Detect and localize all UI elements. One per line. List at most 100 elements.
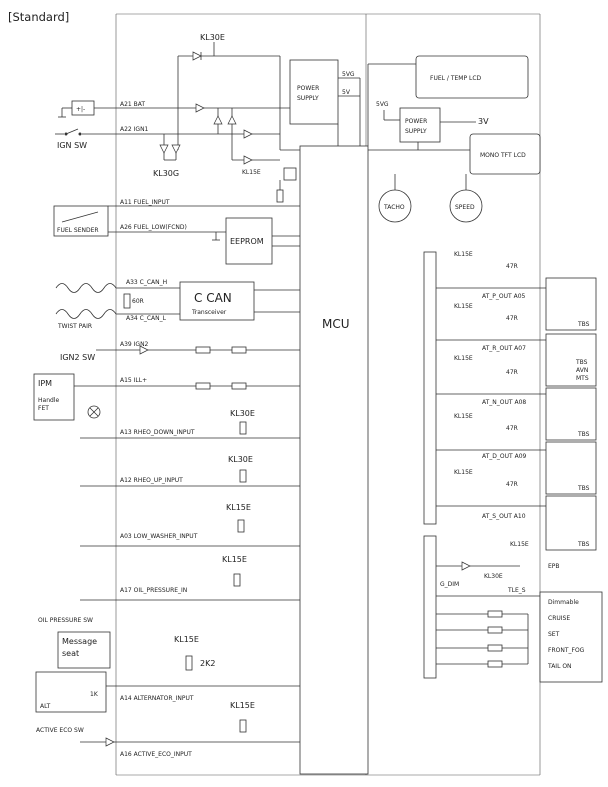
active-eco-label: A16 ACTIVE_ECO_INPUT (120, 751, 192, 758)
eeprom-label: EEPROM (230, 237, 264, 246)
transceiver-label: Transceiver (191, 309, 227, 316)
twist-pair-label: TWIST PAIR (57, 323, 92, 330)
at-out4-res-label: 47R (506, 425, 518, 432)
at-out3-res-label: 47R (506, 369, 518, 376)
at-out5-load-box (545, 495, 597, 551)
res-1k-label: 1K (90, 691, 99, 698)
can-h-label: A33 C_CAN_H (126, 279, 167, 286)
diode-symbol (105, 737, 115, 747)
diode-symbol (171, 144, 181, 154)
tacho-label: TACHO (383, 204, 405, 211)
lcd-power-supply-box (399, 107, 441, 143)
at-out3-kl-label: KL15E (454, 355, 473, 362)
at-out2-load-box (545, 333, 597, 387)
oil-pressure-pin-label: A17 OIL_PRESSURE_IN (120, 587, 187, 594)
dimmable-item-cruise: CRUISE (548, 615, 570, 622)
fuel-temp-lcd (415, 55, 529, 99)
kl15e-alt-label: KL15E (174, 635, 199, 644)
mcu-block (299, 145, 369, 775)
outputs-section: KL15E 47R AT_P_OUT A05 TBS KL15E 47R AT_… (423, 251, 603, 683)
diode-symbol (139, 345, 149, 355)
fuel-temp-lcd-label: FUEL / TEMP LCD (430, 75, 482, 82)
kl30e-tle-label: KL30E (484, 573, 503, 580)
inputs-section: A11 FUEL_INPUT FUEL SENDER A26 FUEL_LOW(… (33, 199, 300, 758)
kl30g-label: KL30G (153, 169, 179, 178)
lcd-3v-label: 3V (478, 117, 489, 126)
alt-box (35, 671, 107, 713)
kl15e-washer-label: KL15E (226, 503, 251, 512)
ign-switch-icon (55, 128, 82, 136)
at-out1-load-box (545, 277, 597, 331)
svg-text:+|-: +|- (76, 106, 85, 113)
dimmable-item-front-fog: FRONT_FOG (548, 647, 585, 654)
at-out1-kl-label: KL15E (454, 251, 473, 258)
ccan-transceiver-box (179, 281, 255, 321)
message-seat-label-2: seat (62, 649, 79, 658)
ign1-pin-label: A22 IGN1 (120, 126, 149, 133)
at-out2-pin-label: AT_R_OUT A07 (482, 345, 526, 352)
diode-symbol (192, 51, 202, 61)
message-seat-box (57, 631, 111, 669)
active-eco-sw-label: ACTIVE ECO SW (36, 727, 84, 734)
alternator-label: A14 ALTERNATOR_INPUT (120, 695, 194, 702)
page-header: [Standard] (8, 10, 69, 24)
g-dim-label: G_DIM (440, 581, 459, 588)
kl15e-led-label: KL15E (510, 541, 529, 548)
mono-tft-lcd (469, 133, 541, 175)
message-seat-label-1: Message (62, 637, 97, 646)
diode-symbol (243, 129, 253, 139)
at-out1-res-label: 47R (506, 263, 518, 270)
at-out2-load-label-2: AVN (576, 367, 588, 374)
tle-s-label: TLE_S (507, 587, 526, 594)
handle-fet-label-1: Handle (38, 397, 59, 404)
diode-symbol (159, 144, 169, 154)
at-out5-pin-label: AT_S_OUT A10 (482, 513, 526, 520)
at-out1-pin-label: AT_P_OUT A05 (482, 293, 526, 300)
at-out2-kl-label: KL15E (454, 303, 473, 310)
bat-pin-label: A21 BAT (120, 101, 145, 108)
mono-tft-lcd-label: MONO TFT LCD (480, 152, 526, 159)
ipm-label: IPM (38, 379, 52, 388)
diode-symbol (195, 103, 205, 113)
alt-label: ALT (40, 703, 51, 710)
at-out5-load-label: TBS (577, 541, 590, 548)
output-driver-bus (423, 251, 437, 525)
speed-label: SPEED (455, 204, 475, 211)
ipm-box (33, 373, 75, 421)
diode-symbol (243, 155, 253, 165)
at-out3-load-label: TBS (577, 431, 590, 438)
dimmable-title: Dimmable (548, 599, 579, 606)
ill-pin-label: A15 ILL+ (120, 377, 147, 384)
ccan-label: C CAN (194, 291, 232, 305)
kl30e-rheo-up-label: KL30E (228, 455, 253, 464)
at-out2-load-label-1: TBS (575, 359, 588, 366)
dimmable-box (539, 591, 603, 683)
at-out1-load-label: TBS (577, 321, 590, 328)
can-term-res-label: 60R (132, 298, 144, 305)
power-5v-label: 5V (342, 89, 351, 96)
power-supply-label-2: SUPPLY (297, 95, 319, 102)
lcd-power-supply-label-1: POWER (405, 118, 427, 125)
led-symbol (461, 561, 471, 571)
rheo-up-label: A12 RHEO_UP_INPUT (120, 477, 183, 484)
at-out4-load-box (545, 441, 597, 495)
can-l-label: A34 C_CAN_L (126, 315, 167, 322)
lcd-5vg-label: 5VG (376, 101, 389, 108)
epb-label: EPB (548, 563, 560, 570)
dimmable-item-set: SET (548, 631, 560, 638)
dimmable-driver-bus (423, 535, 437, 679)
fuel-sender-box (53, 205, 109, 237)
battery-icon: +|- (58, 100, 95, 118)
low-washer-label: A03 LOW_WASHER_INPUT (120, 533, 198, 540)
kl30e-top-label: KL30E (200, 33, 225, 42)
rheo-down-label: A13 RHEO_DOWN_INPUT (120, 429, 195, 436)
at-out5-res-label: 47R (506, 481, 518, 488)
ign-sw-label: IGN SW (57, 141, 87, 150)
eeprom-box (225, 217, 273, 265)
kl30e-rheo-down-label: KL30E (230, 409, 255, 418)
fuel-input-label: A11 FUEL_INPUT (120, 199, 170, 206)
power-section: KL30E +|- A21 BAT IGN SW A22 IGN1 (55, 33, 361, 203)
diode-symbol (227, 115, 237, 125)
at-out4-pin-label: AT_D_OUT A09 (482, 453, 527, 460)
